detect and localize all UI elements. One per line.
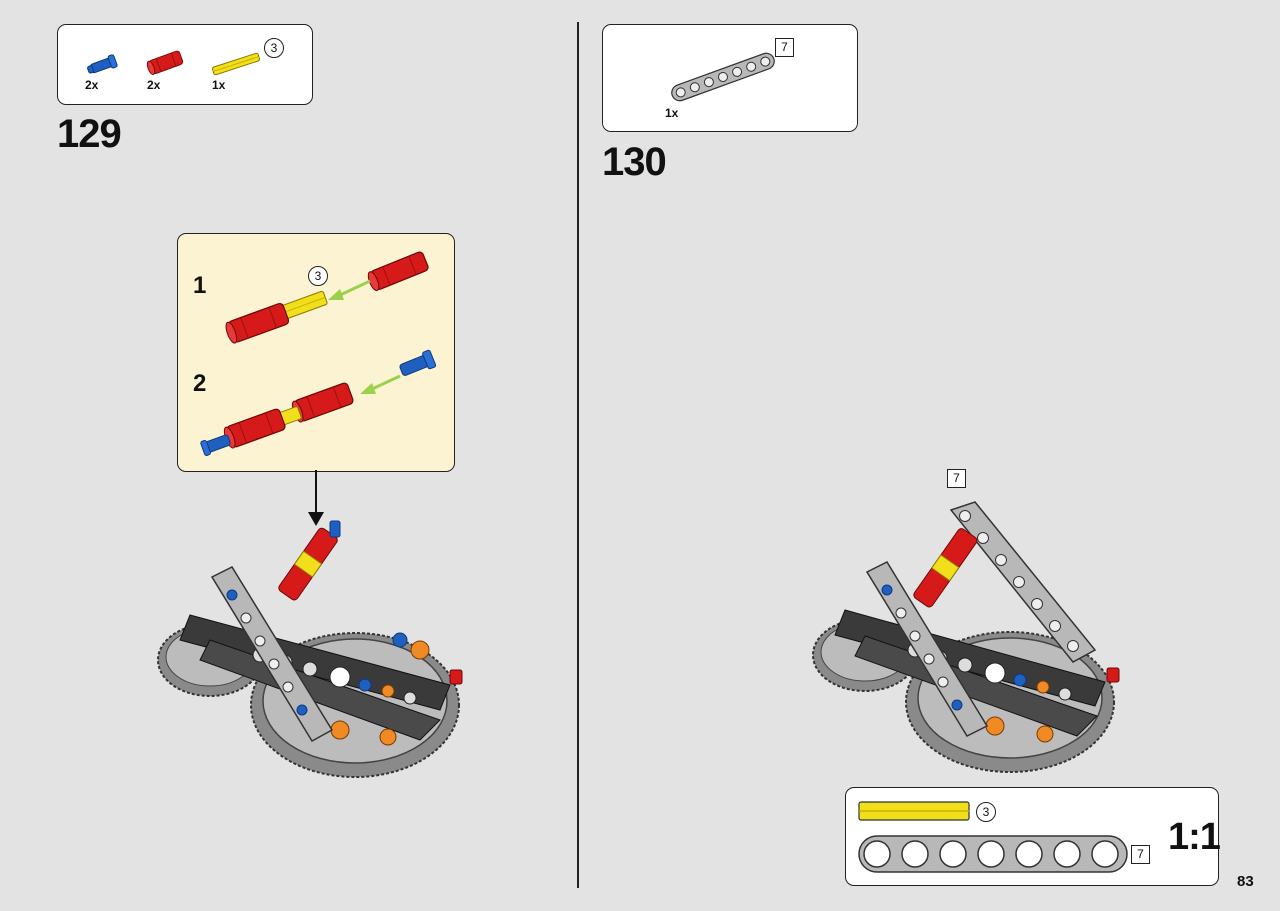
red-connector-icon — [146, 50, 184, 75]
blue-pin-icon — [392, 632, 408, 648]
step-129-number: 129 — [57, 112, 122, 156]
red-connector-icon — [913, 528, 978, 608]
yellow-axle-qty: 1x — [212, 78, 226, 92]
grey-beam-icon — [671, 52, 775, 102]
step-130-parts-box: 7 1x — [602, 24, 858, 132]
dark-beam-icon — [834, 609, 1106, 737]
axle-scale-length-badge: 3 — [976, 802, 996, 822]
beam-scale-length-badge: 7 — [1131, 845, 1150, 864]
red-connector-icon — [223, 408, 286, 449]
orange-pin-icon — [330, 640, 430, 746]
grey-beam-length-badge: 7 — [775, 38, 794, 57]
dark-beam-icon — [179, 614, 451, 741]
yellow-axle-length-badge: 3 — [264, 38, 284, 58]
step-129-model-illustration — [157, 520, 463, 778]
step-130-number: 130 — [602, 140, 667, 184]
yellow-axle-icon — [211, 52, 261, 76]
substep-1-number: 1 — [193, 272, 207, 299]
grey-beam-icon — [865, 561, 989, 737]
arrow-icon — [360, 374, 401, 394]
red-pin-icon — [449, 669, 463, 685]
new-grey-beam-icon — [949, 501, 1097, 663]
scale-reference-box: 3 7 1:1 — [845, 787, 1221, 886]
step-129-callout: 1 2 3 — [177, 233, 455, 472]
grey-beam-icon — [210, 566, 334, 743]
step-130-model-illustration — [812, 501, 1120, 773]
substep-1-axle-badge: 3 — [308, 266, 328, 286]
grey-beam-qty: 1x — [665, 106, 679, 120]
red-connector-icon — [278, 527, 338, 601]
yellow-axle-scale-icon — [858, 801, 970, 821]
page-divider — [577, 22, 579, 888]
blue-pin-icon — [200, 434, 231, 456]
step-129-parts-box: 2x 2x 3 1x — [57, 24, 313, 105]
red-connector-qty: 2x — [147, 78, 161, 92]
page-number: 83 — [1237, 873, 1254, 890]
red-connector-icon — [225, 302, 290, 344]
red-pin-icon — [1106, 667, 1120, 683]
blue-pin-icon — [329, 520, 341, 538]
callout-assembly-illustration — [200, 251, 437, 456]
arrow-icon — [328, 279, 371, 300]
blue-pin-qty: 2x — [85, 78, 99, 92]
red-connector-icon — [367, 251, 429, 292]
blue-pin-icon — [87, 54, 118, 74]
insertion-arrow-icon — [308, 470, 324, 526]
scale-ratio-label: 1:1 — [1168, 816, 1221, 858]
grey-beam-scale-icon — [858, 835, 1128, 873]
model-beam-length-badge: 7 — [947, 469, 966, 488]
substep-2-number: 2 — [193, 370, 207, 397]
blue-pin-icon — [399, 349, 437, 376]
